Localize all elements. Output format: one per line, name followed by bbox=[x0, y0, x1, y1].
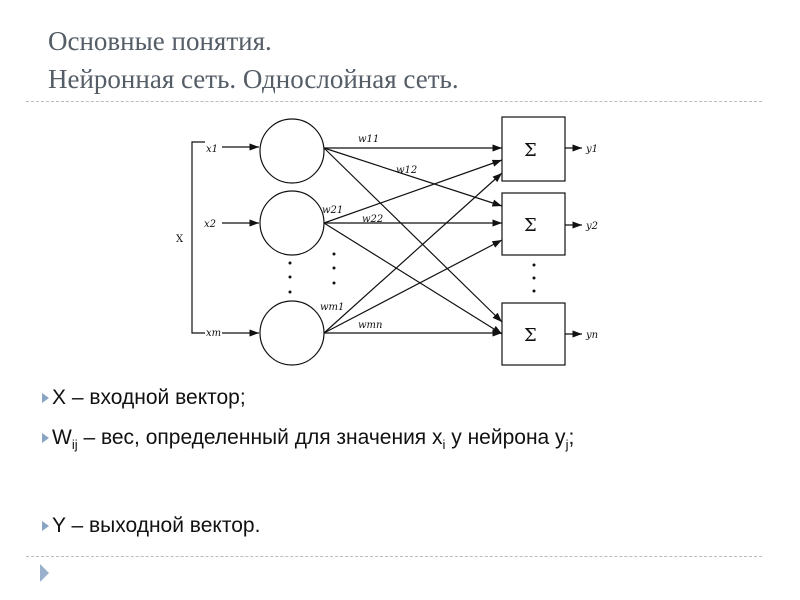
subscript: j bbox=[565, 437, 569, 453]
slide-title-line2: Нейронная сеть. Однослойная сеть. bbox=[48, 64, 459, 94]
output-label: y2 bbox=[585, 221, 598, 232]
output-label: y1 bbox=[585, 144, 598, 155]
input-neuron-1 bbox=[259, 118, 325, 184]
subscript: ij bbox=[71, 437, 78, 453]
input-neuron-2 bbox=[259, 190, 325, 256]
bullet-text: W bbox=[52, 426, 72, 449]
title-divider bbox=[26, 101, 762, 102]
input-label: xm bbox=[206, 328, 221, 339]
bullet-text: у нейрона y bbox=[445, 426, 566, 449]
weight-label: wm1 bbox=[320, 302, 344, 313]
single-layer-network-diagram: X x1 x2 xm w11 w12 w21 w22 wm1 wmn Σ Σ Σ… bbox=[176, 116, 598, 366]
sum-unit-1 bbox=[501, 116, 566, 182]
weight-label: wmn bbox=[358, 320, 382, 331]
sum-symbol: Σ bbox=[524, 140, 537, 161]
output-label: yn bbox=[585, 330, 598, 341]
input-bracket bbox=[191, 141, 205, 334]
footer-divider bbox=[26, 556, 762, 557]
input-label: x2 bbox=[204, 219, 216, 230]
sum-symbol: Σ bbox=[524, 325, 537, 346]
bullet-icon bbox=[42, 433, 49, 443]
weight-label: w12 bbox=[396, 165, 417, 176]
bullet-text: X – входной вектор; bbox=[52, 386, 246, 409]
weight-label: w22 bbox=[362, 214, 383, 225]
weight-label: w21 bbox=[322, 205, 343, 216]
input-neuron-m bbox=[259, 300, 325, 366]
subscript: i bbox=[442, 437, 446, 453]
bullet-text: Y – выходной вектор. bbox=[52, 514, 261, 537]
bullet-item: Y – выходной вектор. bbox=[42, 510, 261, 542]
input-label: x1 bbox=[206, 144, 218, 155]
bullet-item: Wij – вес, определенный для значения xi … bbox=[42, 422, 692, 461]
bullet-item: X – входной вектор; bbox=[42, 382, 246, 414]
bullet-text: – вес, определенный для значения x bbox=[77, 426, 443, 449]
weight-label: w11 bbox=[358, 134, 379, 145]
bullet-icon bbox=[42, 521, 49, 531]
next-slide-arrow-icon[interactable] bbox=[40, 564, 49, 582]
input-vector-label: X bbox=[176, 234, 184, 245]
slide-title-line1: Основные понятия. bbox=[48, 26, 272, 56]
bullet-text: ; bbox=[568, 426, 575, 449]
sum-symbol: Σ bbox=[524, 215, 537, 236]
bullet-icon bbox=[42, 393, 49, 403]
sum-unit-2 bbox=[501, 192, 566, 256]
